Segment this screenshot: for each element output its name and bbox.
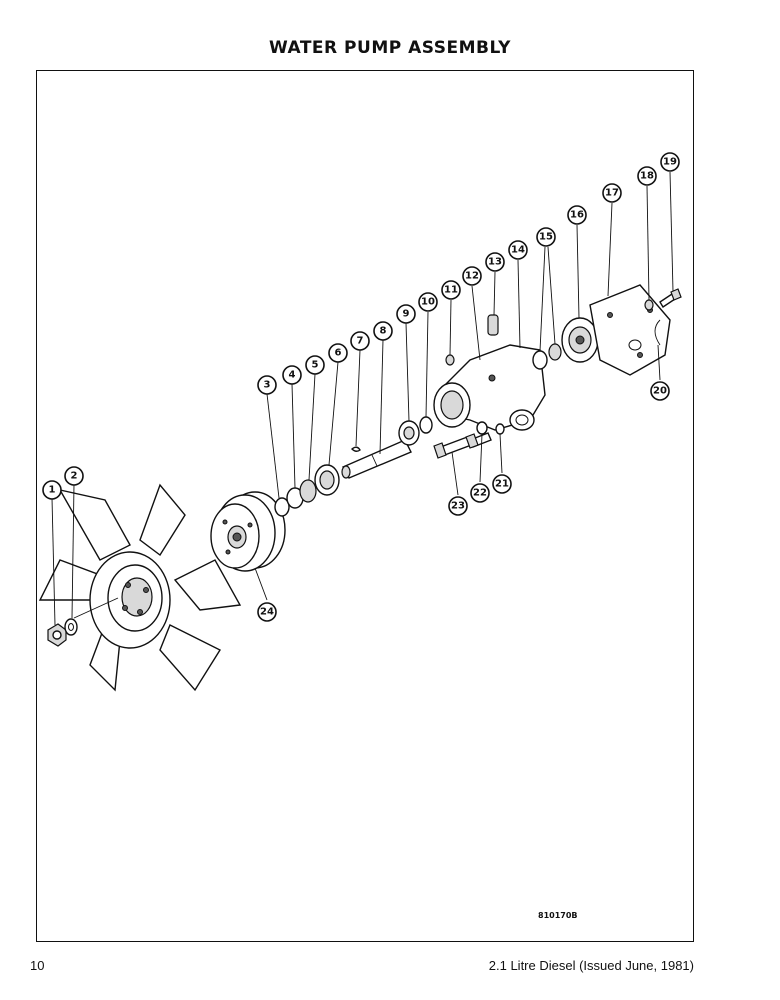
callout-9: 9 xyxy=(396,304,416,324)
svg-text:11: 11 xyxy=(444,285,458,296)
pump-housing xyxy=(433,344,546,431)
callout-21: 21 xyxy=(492,474,512,494)
nut xyxy=(47,623,67,647)
svg-text:17: 17 xyxy=(605,188,619,199)
svg-text:7: 7 xyxy=(357,336,364,347)
callout-1: 1 xyxy=(42,480,62,500)
callout-20: 20 xyxy=(650,381,670,401)
dowel xyxy=(487,314,499,336)
front-bearing xyxy=(314,464,340,496)
svg-text:1: 1 xyxy=(49,485,56,496)
rear-cover xyxy=(589,284,671,376)
rear-bearing xyxy=(398,420,420,446)
leader-lines xyxy=(51,171,674,626)
screw xyxy=(659,288,682,308)
callout-22: 22 xyxy=(470,483,490,503)
svg-text:19: 19 xyxy=(663,157,677,168)
callout-6: 6 xyxy=(328,343,348,363)
seal-ring xyxy=(548,343,562,361)
washer xyxy=(644,299,654,311)
drawing-number: 810170B xyxy=(538,911,578,920)
bolt xyxy=(465,432,492,449)
callout-18: 18 xyxy=(637,166,657,186)
footer-text: 2.1 Litre Diesel (Issued June, 1981) xyxy=(488,958,694,973)
callout-3: 3 xyxy=(257,375,277,395)
washer xyxy=(495,423,505,435)
callout-5: 5 xyxy=(305,355,325,375)
callout-7: 7 xyxy=(350,331,370,351)
svg-text:14: 14 xyxy=(511,245,525,256)
svg-text:15: 15 xyxy=(539,232,553,243)
svg-text:8: 8 xyxy=(380,326,387,337)
callout-24: 24 xyxy=(257,602,277,622)
svg-text:20: 20 xyxy=(653,386,667,397)
svg-text:4: 4 xyxy=(289,370,296,381)
svg-text:24: 24 xyxy=(260,607,274,618)
pump-shaft xyxy=(341,439,412,479)
svg-text:21: 21 xyxy=(495,479,509,490)
callout-15: 15 xyxy=(536,227,556,247)
svg-text:9: 9 xyxy=(403,309,410,320)
fan-blades xyxy=(38,483,242,692)
svg-text:5: 5 xyxy=(312,360,319,371)
svg-text:13: 13 xyxy=(488,257,502,268)
shaft-key xyxy=(350,446,361,452)
circlip xyxy=(299,479,317,503)
callout-14: 14 xyxy=(508,240,528,260)
callout-2: 2 xyxy=(64,466,84,486)
page-title: WATER PUMP ASSEMBLY xyxy=(269,38,511,58)
callout-12: 12 xyxy=(462,266,482,286)
callout-19: 19 xyxy=(660,152,680,172)
impeller xyxy=(561,317,599,363)
svg-text:22: 22 xyxy=(473,488,487,499)
washer xyxy=(476,421,488,435)
callout-10: 10 xyxy=(418,292,438,312)
svg-text:10: 10 xyxy=(421,297,435,308)
svg-text:18: 18 xyxy=(640,171,654,182)
washer xyxy=(64,618,78,636)
gasket xyxy=(654,319,661,346)
svg-text:23: 23 xyxy=(451,501,465,512)
callout-23: 23 xyxy=(448,496,468,516)
callout-11: 11 xyxy=(441,280,461,300)
diagram-frame xyxy=(36,70,694,942)
seal-ring xyxy=(274,497,290,517)
callout-17: 17 xyxy=(602,183,622,203)
svg-text:16: 16 xyxy=(570,210,584,221)
page-number: 10 xyxy=(30,958,45,973)
callout-16: 16 xyxy=(567,205,587,225)
callout-13: 13 xyxy=(485,252,505,272)
svg-text:6: 6 xyxy=(335,348,342,359)
svg-text:2: 2 xyxy=(71,471,78,482)
callout-8: 8 xyxy=(373,321,393,341)
pulley xyxy=(210,491,286,572)
svg-text:12: 12 xyxy=(465,271,479,282)
seal-ring xyxy=(532,350,548,370)
callout-4: 4 xyxy=(282,365,302,385)
svg-text:3: 3 xyxy=(264,380,271,391)
fan-hub xyxy=(89,551,171,649)
plug xyxy=(445,354,455,366)
shaft-seal xyxy=(419,416,433,434)
